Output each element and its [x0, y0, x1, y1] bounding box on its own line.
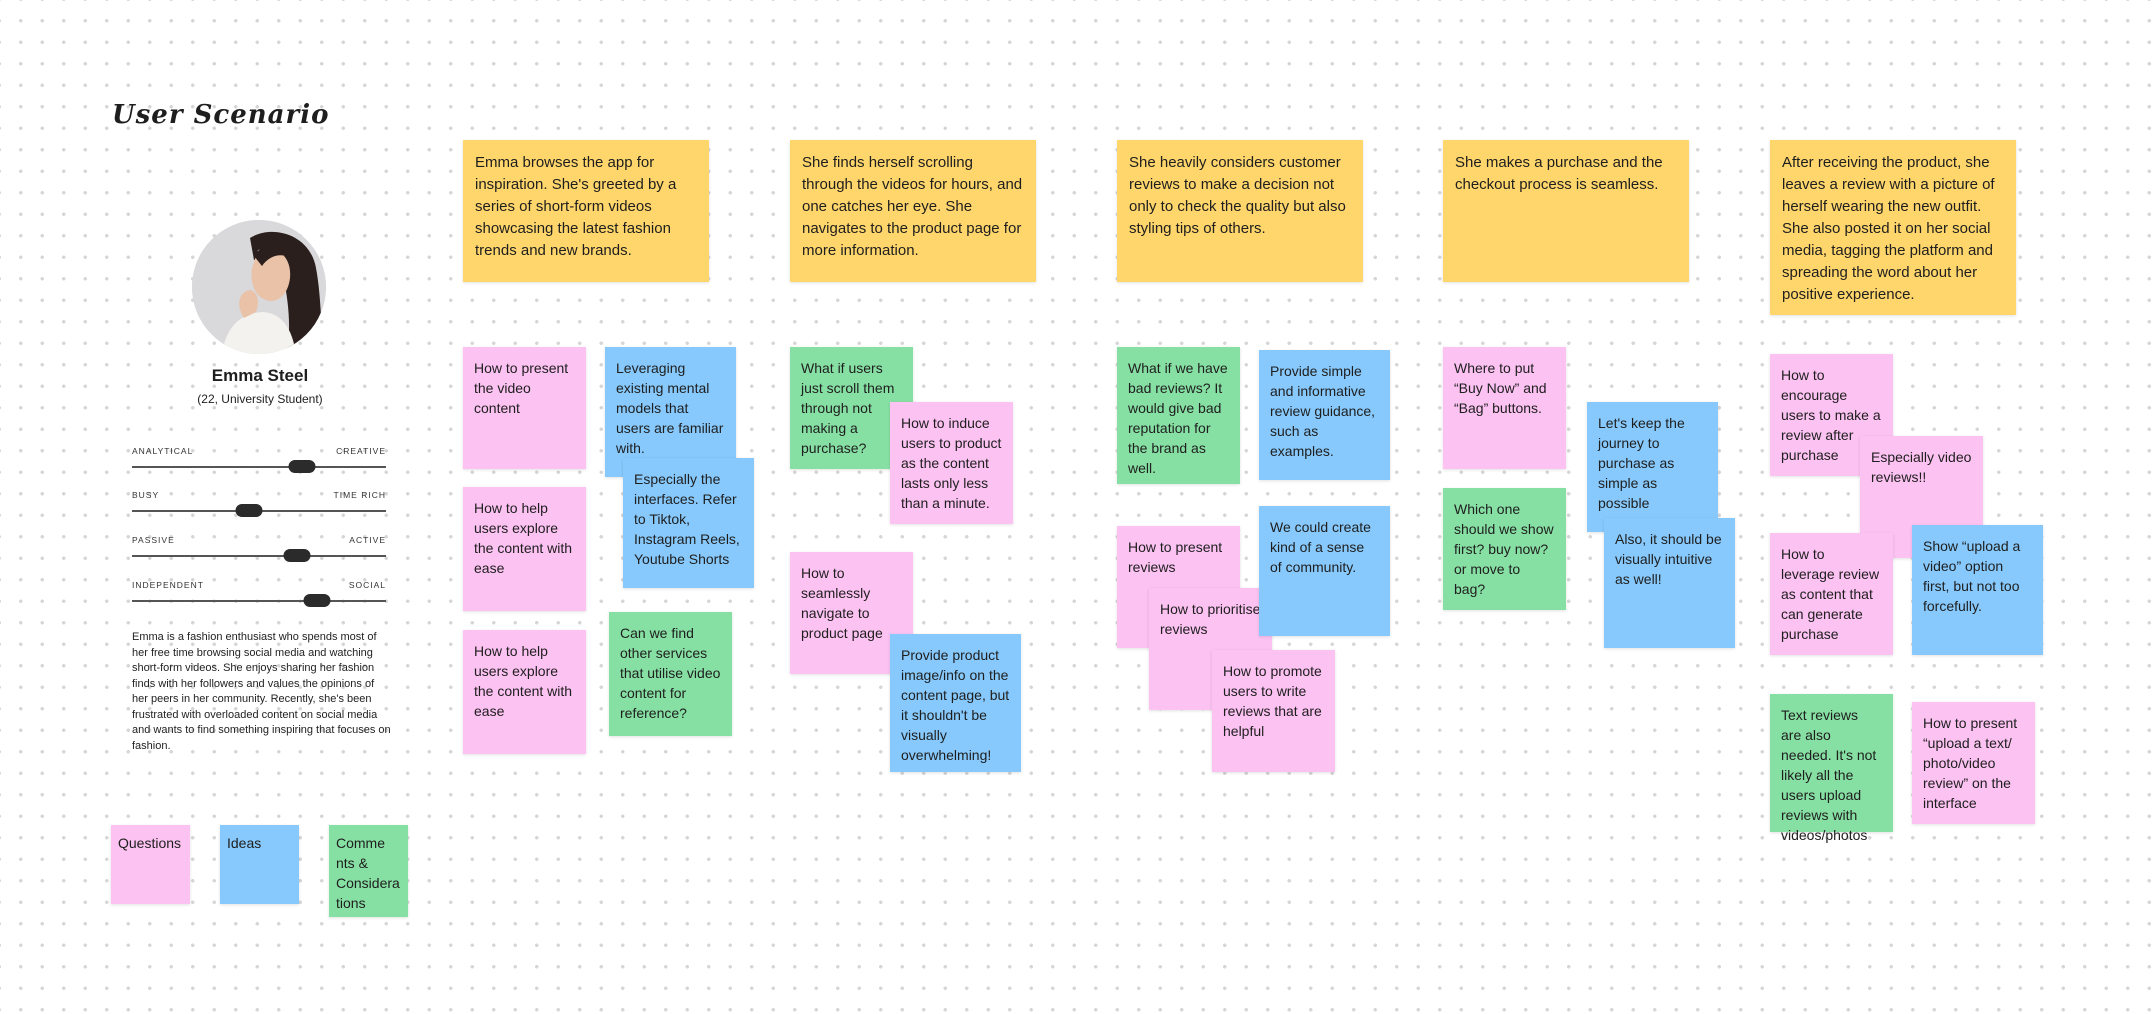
comment-note[interactable]: Which one should we show first? buy now?… [1443, 488, 1566, 610]
question-note[interactable]: How to help users explore the content wi… [463, 487, 586, 611]
idea-note[interactable]: Let's keep the journey to purchase as si… [1587, 402, 1718, 532]
persona-bio: Emma is a fashion enthusiast who spends … [132, 630, 392, 754]
slider-knob [284, 549, 311, 562]
slider-track [132, 555, 386, 557]
slider-right-label: ACTIVE [349, 535, 386, 545]
avatar-photo [192, 220, 326, 354]
question-note[interactable]: How to leverage review as content that c… [1770, 533, 1893, 655]
slider-track [132, 466, 386, 468]
comment-note[interactable]: Text reviews are also needed. It's not l… [1770, 694, 1893, 832]
slider-right-label: CREATIVE [336, 446, 386, 456]
slider-left-label: PASSIVE [132, 535, 175, 545]
slider-busy-time-rich: BUSY TIME RICH [132, 490, 386, 520]
idea-note[interactable]: Provide simple and informative review gu… [1259, 350, 1390, 480]
slider-right-label: TIME RICH [334, 490, 386, 500]
scenario-note-2[interactable]: She finds herself scrolling through the … [790, 140, 1036, 282]
idea-note[interactable]: Provide product image/info on the conten… [890, 634, 1021, 772]
legend-comments-considerations: Comme nts & Considera tions [329, 825, 408, 917]
avatar [192, 220, 326, 354]
persona-name: Emma Steel [112, 366, 408, 386]
comment-note[interactable]: Can we find other services that utilise … [609, 612, 732, 736]
slider-knob [304, 594, 331, 607]
question-note[interactable]: How to present the video content [463, 347, 586, 469]
slider-right-label: SOCIAL [349, 580, 386, 590]
question-note[interactable]: How to present “upload a text/ photo/vid… [1912, 702, 2035, 824]
scenario-note-1[interactable]: Emma browses the app for inspiration. Sh… [463, 140, 709, 282]
persona-subtitle: (22, University Student) [112, 392, 408, 406]
question-note[interactable]: How to promote users to write reviews th… [1212, 650, 1335, 772]
slider-track [132, 600, 386, 602]
slider-left-label: ANALYTICAL [132, 446, 193, 456]
slider-passive-active: PASSIVE ACTIVE [132, 535, 386, 565]
question-note[interactable]: Where to put “Buy Now” and “Bag” buttons… [1443, 347, 1566, 469]
question-note[interactable]: How to help users explore the content wi… [463, 630, 586, 754]
slider-knob [289, 460, 316, 473]
slider-left-label: INDEPENDENT [132, 580, 204, 590]
slider-independent-social: INDEPENDENT SOCIAL [132, 580, 386, 610]
slider-analytical-creative: ANALYTICAL CREATIVE [132, 446, 386, 476]
idea-note[interactable]: Especially the interfaces. Refer to Tikt… [623, 458, 754, 588]
scenario-note-4[interactable]: She makes a purchase and the checkout pr… [1443, 140, 1689, 282]
legend-questions: Questions [111, 825, 190, 904]
slider-left-label: BUSY [132, 490, 159, 500]
idea-note[interactable]: Show “upload a video” option first, but … [1912, 525, 2043, 655]
slider-knob [235, 504, 262, 517]
board-title: User Scenario [112, 100, 329, 130]
legend-ideas: Ideas [220, 825, 299, 904]
scenario-note-3[interactable]: She heavily considers customer reviews t… [1117, 140, 1363, 282]
scenario-note-5[interactable]: After receiving the product, she leaves … [1770, 140, 2016, 315]
question-note[interactable]: How to induce users to product as the co… [890, 402, 1013, 524]
comment-note[interactable]: What if we have bad reviews? It would gi… [1117, 347, 1240, 484]
idea-note[interactable]: Also, it should be visually intuitive as… [1604, 518, 1735, 648]
idea-note[interactable]: We could create kind of a sense of commu… [1259, 506, 1390, 636]
